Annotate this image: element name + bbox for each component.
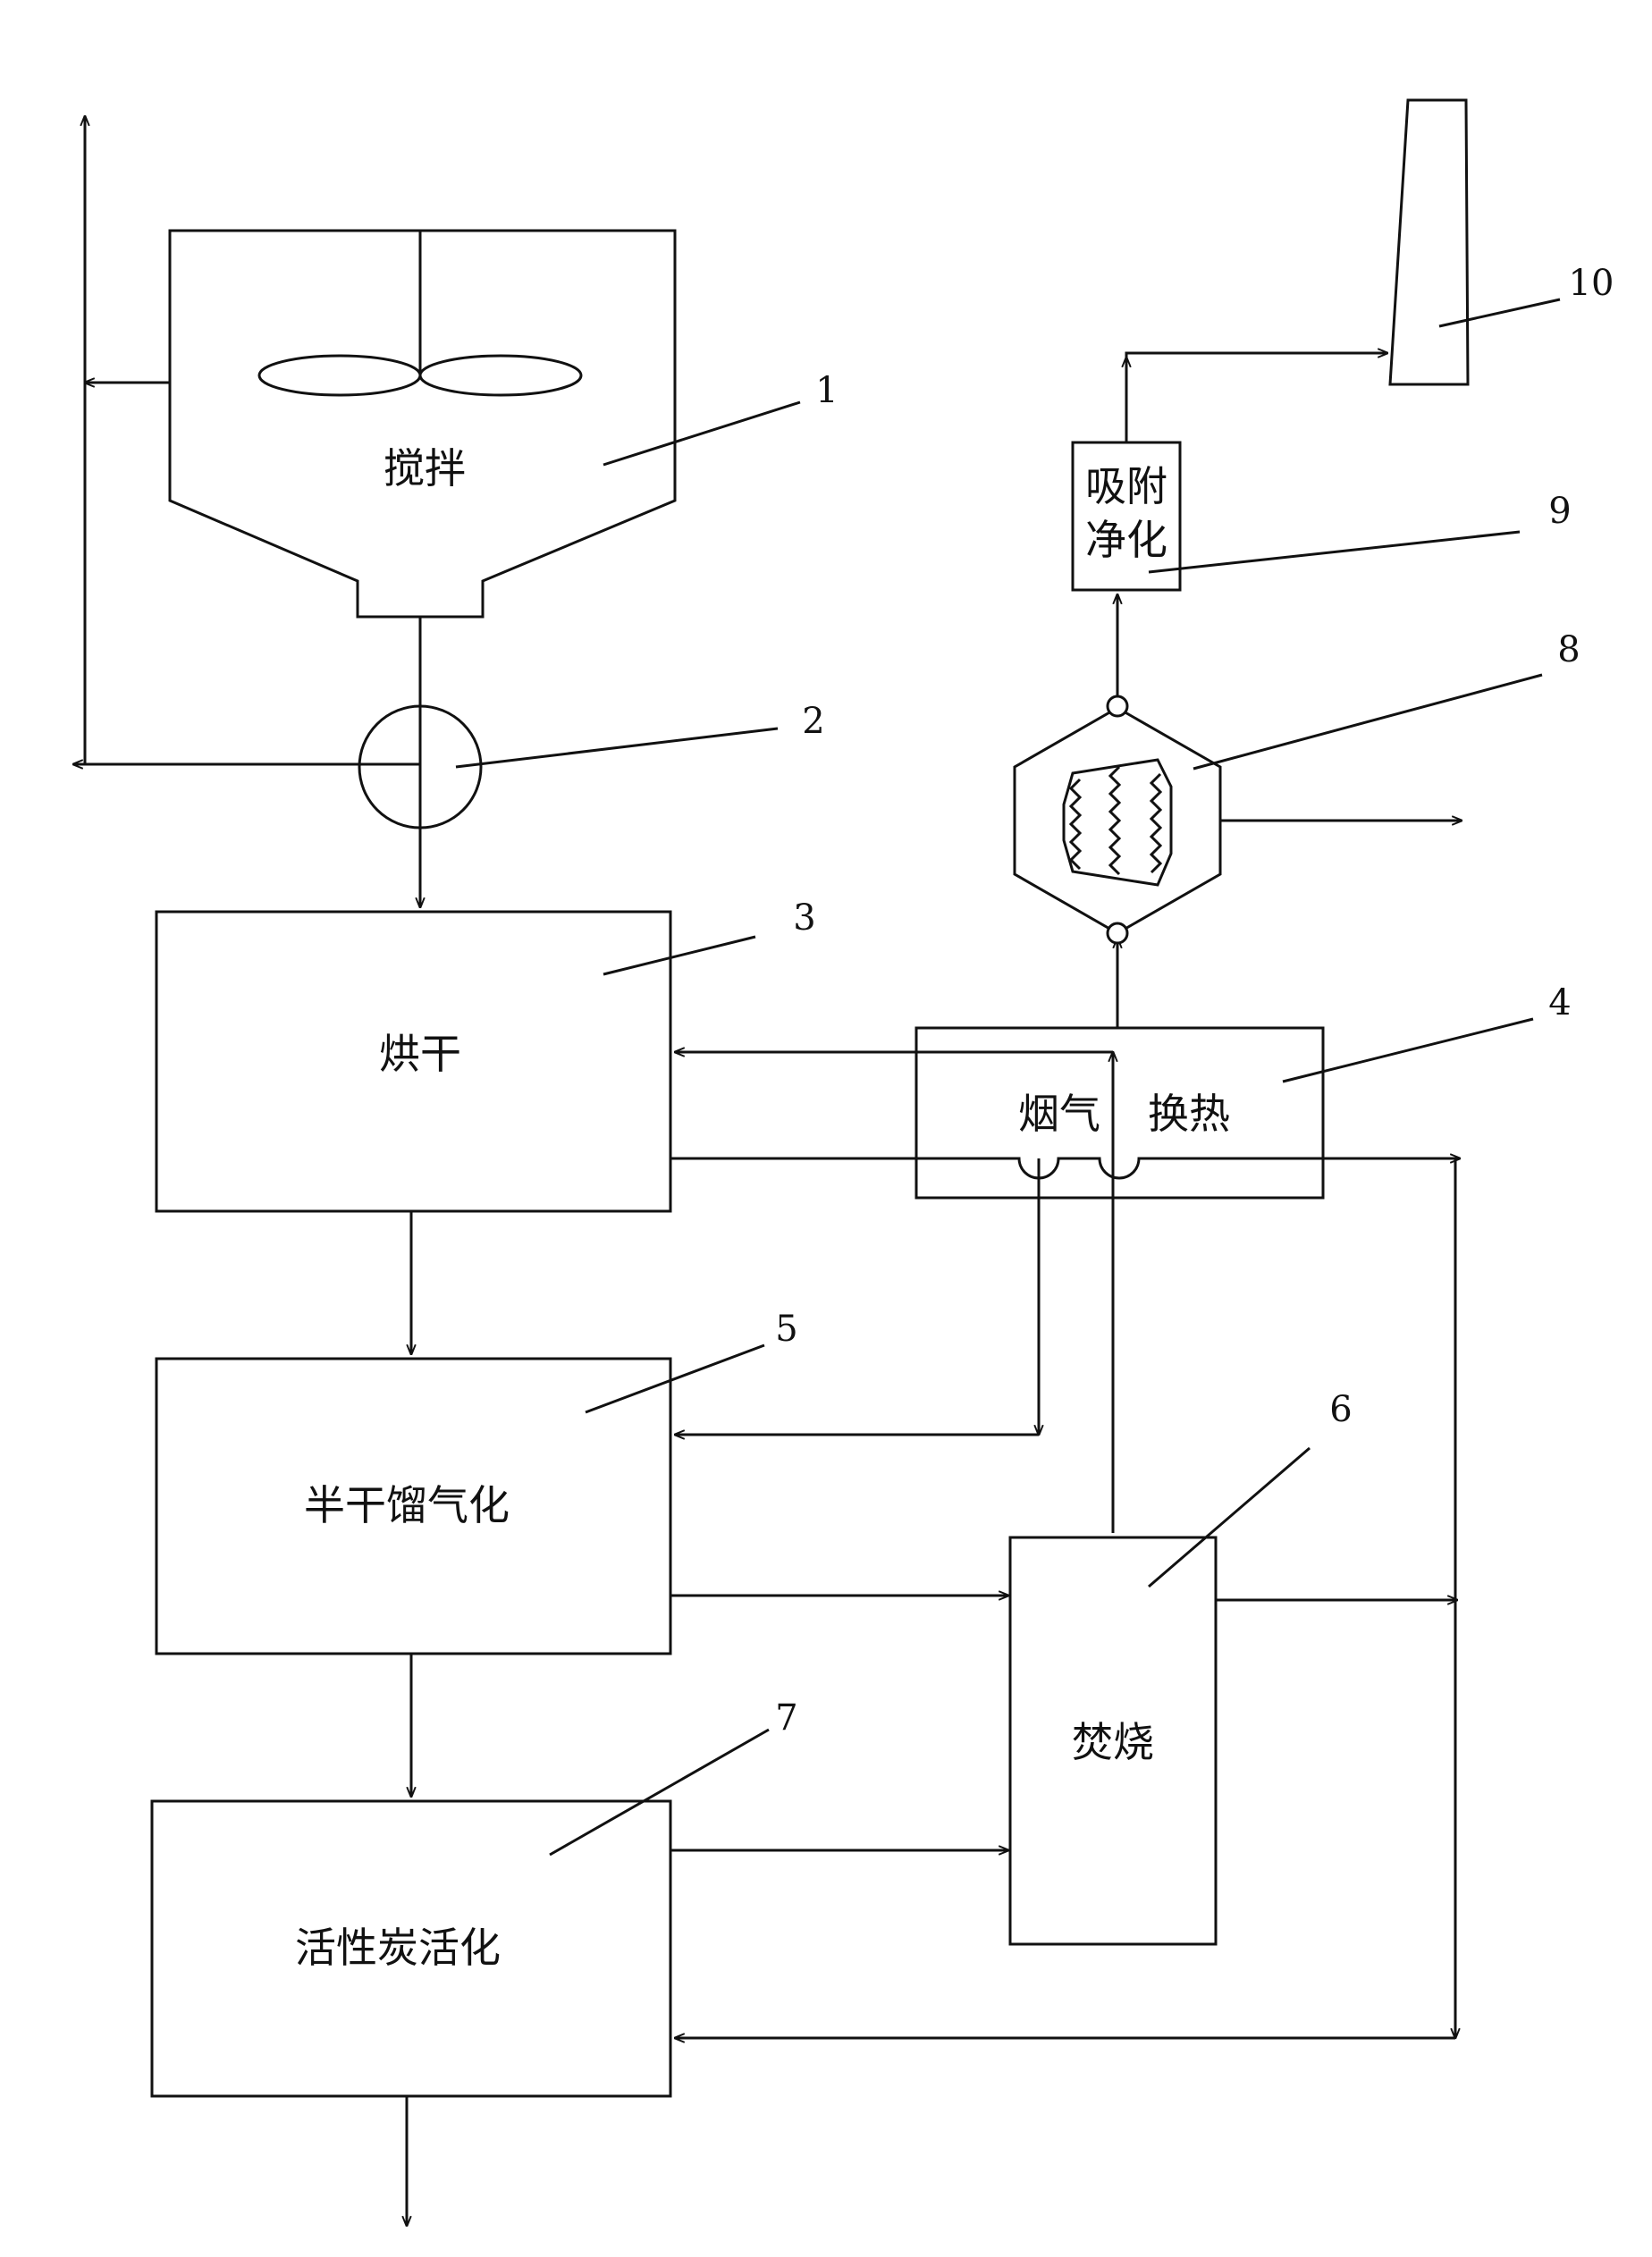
mixer-blade-left <box>257 354 422 397</box>
drying-label: 烘干 <box>379 1030 461 1078</box>
adsorption-label-line2: 净化 <box>1085 516 1167 564</box>
gasification-box <box>155 1357 672 1655</box>
mixing-label: 搅拌 <box>384 444 466 493</box>
dryer-exhaust-line <box>670 1157 1455 1180</box>
callout-leaders <box>455 298 1561 1857</box>
heat-exchanger-box <box>914 1026 1325 1200</box>
adsorption-label-line1: 吸附 <box>1085 462 1167 510</box>
heat-exchange-label: 换热 <box>1148 1090 1230 1138</box>
separator-circle <box>358 704 483 830</box>
flue-gas-label: 烟气 <box>1018 1090 1100 1138</box>
mixer-blade-right <box>418 354 583 397</box>
callout-10: 10 <box>1569 263 1614 304</box>
callout-2: 2 <box>802 701 824 742</box>
incineration-label: 焚烧 <box>1072 1718 1154 1766</box>
callout-4: 4 <box>1548 982 1571 1023</box>
activation-box <box>150 1799 672 2098</box>
heat-recovery-unit <box>1013 695 1222 945</box>
drying-box <box>155 910 672 1213</box>
callout-9: 9 <box>1548 491 1571 532</box>
callout-8: 8 <box>1557 629 1580 670</box>
callout-1: 1 <box>815 370 838 411</box>
incineration-box <box>1008 1536 1218 1946</box>
activation-label: 活性炭活化 <box>295 1924 501 1972</box>
adsorber-to-stack-line <box>1125 351 1386 442</box>
callout-5: 5 <box>775 1309 797 1350</box>
gasification-label: 半干馏气化 <box>304 1481 510 1529</box>
callout-6: 6 <box>1329 1389 1352 1430</box>
mixing-tank <box>168 229 677 619</box>
chimney-stack <box>1388 98 1470 386</box>
adsorption-box <box>1071 441 1182 592</box>
callout-7: 7 <box>775 1697 797 1739</box>
callout-3: 3 <box>793 897 815 939</box>
